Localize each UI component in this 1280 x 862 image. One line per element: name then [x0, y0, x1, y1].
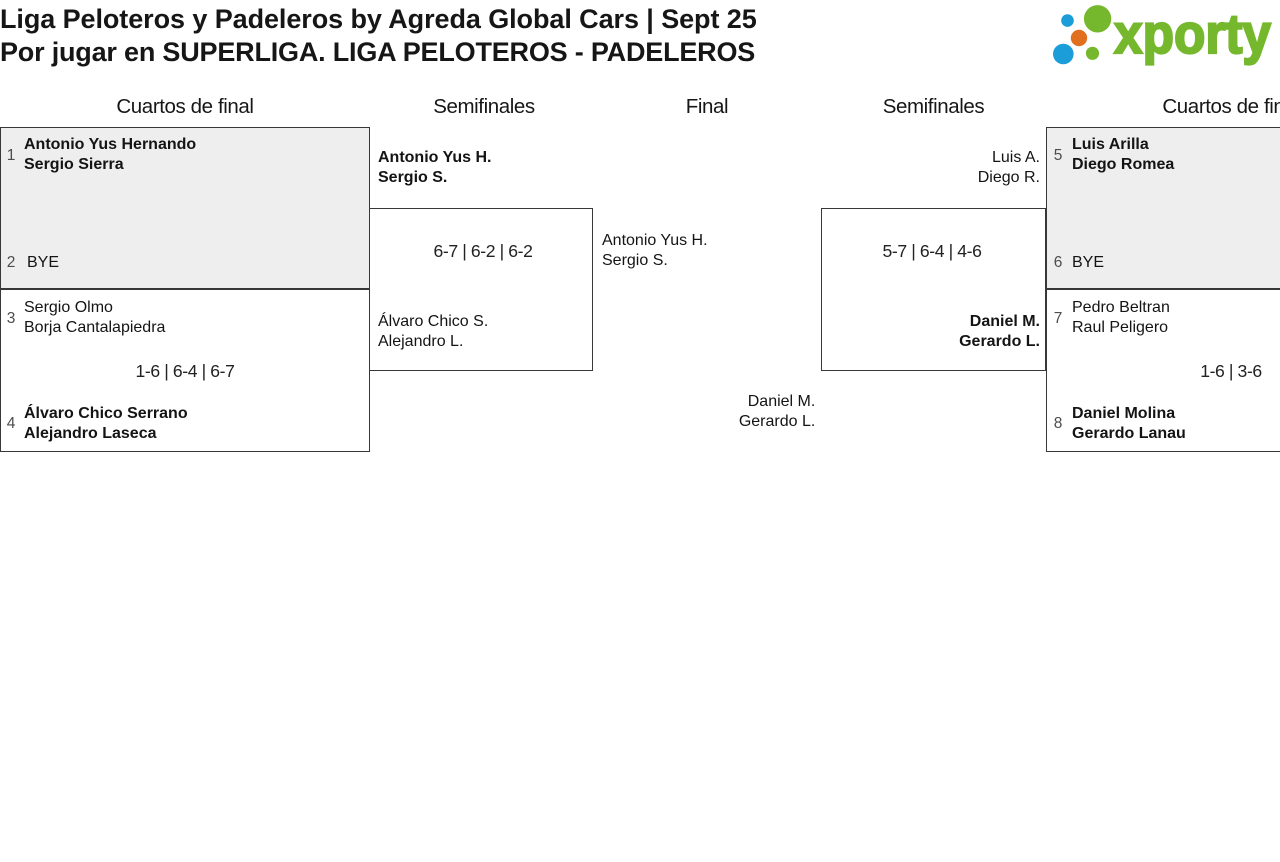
svg-text:xporty: xporty	[1114, 2, 1271, 65]
